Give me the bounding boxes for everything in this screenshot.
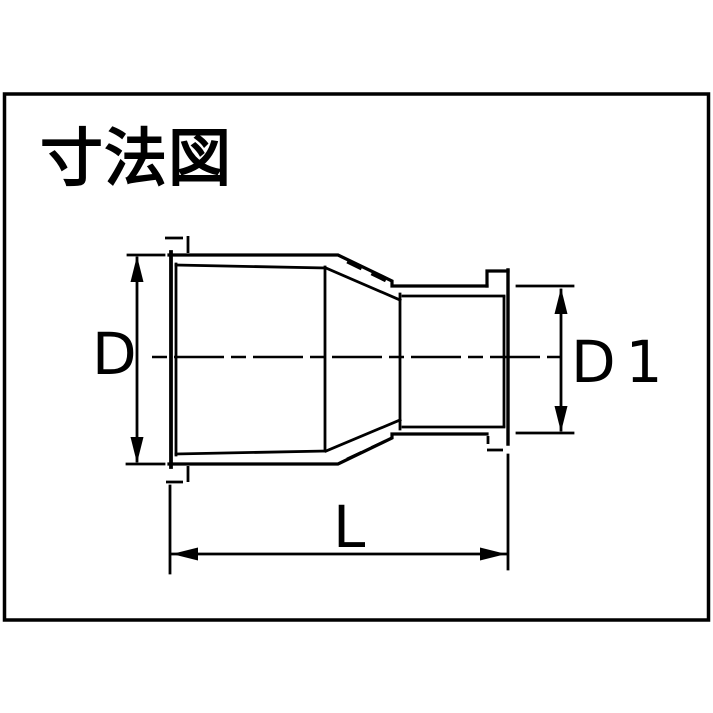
large-socket-inner-top-line bbox=[174, 263, 327, 270]
dimension-l: L bbox=[168, 453, 510, 575]
dim-l-arrow-left bbox=[172, 547, 198, 561]
diagram-title: 寸法図 bbox=[40, 122, 232, 195]
fitting-inner-lines bbox=[174, 262, 506, 457]
taper-inner-bottom-line bbox=[324, 418, 402, 453]
dim-d1-arrow-up bbox=[554, 288, 568, 314]
dim-l-label: L bbox=[333, 493, 365, 561]
taper-hidden-top-line bbox=[346, 260, 395, 287]
outer-top-profile bbox=[167, 253, 489, 288]
dim-d1-arrow-down bbox=[554, 406, 568, 432]
fitting-outline bbox=[167, 250, 510, 469]
dimension-d1: D1 bbox=[515, 284, 673, 435]
hidden-lines bbox=[165, 236, 503, 484]
outer-bottom-profile bbox=[167, 432, 489, 466]
small-socket-rim-step bbox=[485, 269, 510, 288]
dim-d-arrow-up bbox=[130, 256, 144, 282]
taper-inner-top-line bbox=[324, 266, 402, 302]
taper-hidden-bottom-line bbox=[346, 435, 395, 461]
dim-l-arrow-right bbox=[480, 547, 506, 561]
dim-d-label: D bbox=[92, 320, 137, 388]
dimension-d: D bbox=[92, 253, 166, 466]
dim-d-arrow-down bbox=[130, 437, 144, 463]
dim-d1-label: D1 bbox=[571, 328, 673, 396]
large-socket-inner-bottom-line bbox=[174, 449, 327, 456]
